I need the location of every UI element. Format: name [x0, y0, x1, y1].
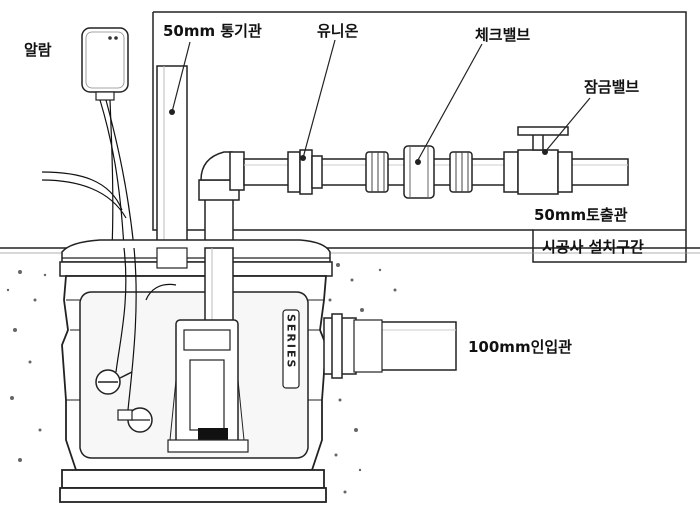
float-switch-upper — [95, 369, 133, 395]
label-discharge-pipe: 50mm토출관 — [534, 206, 628, 224]
inlet-pipe — [323, 313, 457, 379]
label-alarm: 알람 — [24, 41, 52, 59]
label-union: 유니온 — [317, 22, 359, 40]
label-inlet-pipe: 100mm인입관 — [468, 338, 572, 356]
alarm-box — [81, 27, 129, 101]
float-switch-lower — [117, 407, 153, 433]
installer-section-outline — [152, 12, 533, 231]
pump-unit — [167, 319, 249, 453]
label-vent-pipe: 50mm 통기관 — [163, 22, 262, 40]
float-cables — [115, 247, 177, 411]
vent-pipe — [156, 65, 188, 249]
coupling-rings — [365, 151, 473, 193]
check-valve-body — [403, 145, 435, 199]
tank-badge-text: SERIES — [285, 314, 298, 369]
label-gate-valve: 잠금밸브 — [584, 78, 639, 96]
label-installer-section: 시공사 설치구간 — [542, 238, 644, 256]
tank-lid — [59, 239, 333, 277]
leader-lines — [171, 39, 591, 161]
alarm-wires — [41, 99, 135, 249]
leader-dots — [169, 109, 548, 165]
tank-badge: SERIES — [282, 309, 300, 389]
gate-valve — [503, 126, 573, 195]
label-check-valve: 체크밸브 — [475, 26, 530, 44]
discharge-riser — [198, 151, 245, 249]
